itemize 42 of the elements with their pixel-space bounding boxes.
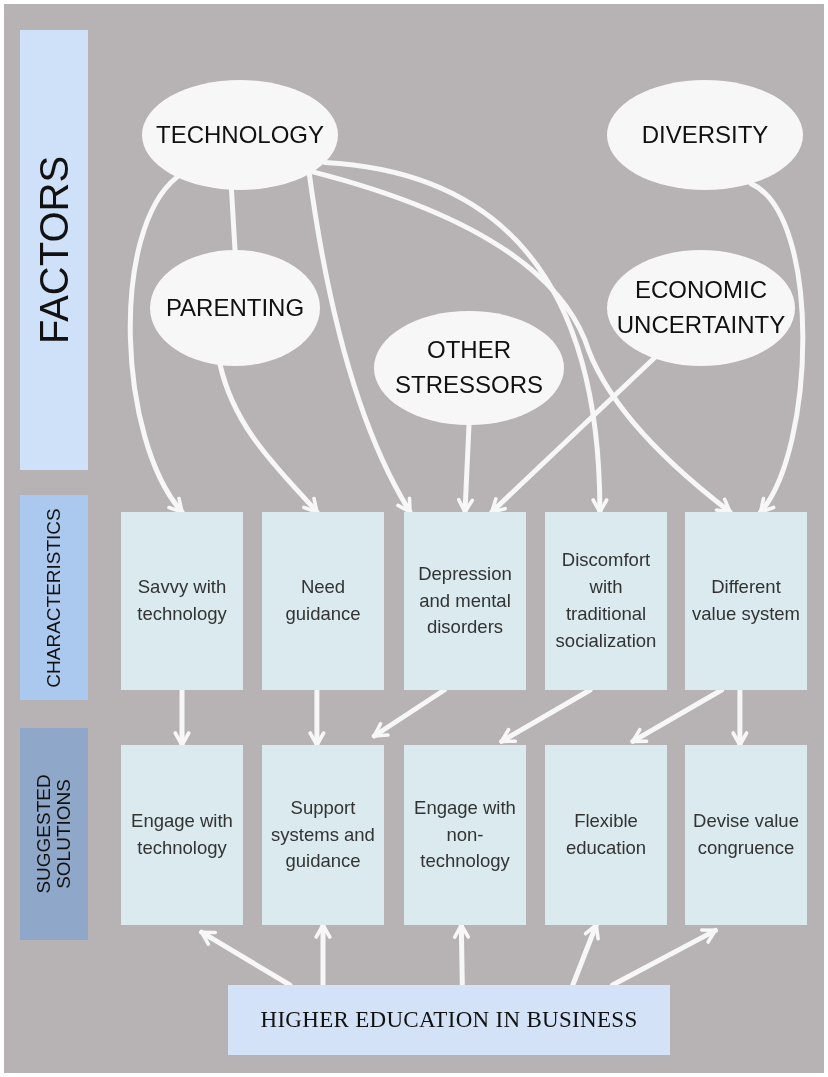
arrow <box>322 160 608 515</box>
arrow <box>306 171 413 515</box>
item-label: Engage with technology <box>130 809 234 860</box>
row-heading: SUGGESTED SOLUTIONS <box>34 773 74 896</box>
item-label: Savvy with technology <box>136 575 228 626</box>
row-heading: CHARACTERISTICS <box>44 507 64 688</box>
item-box <box>545 512 667 690</box>
item-box <box>545 745 667 925</box>
item-box <box>404 745 526 925</box>
factor-label: PARENTING <box>165 292 305 323</box>
item-label: Different value system <box>691 575 801 626</box>
item-label: Support systems and guidance <box>270 795 376 874</box>
item-box <box>121 512 243 690</box>
base-label: HIGHER EDUCATION IN BUSINESS <box>260 1007 638 1033</box>
item-label: Engage with non-technology <box>413 795 517 874</box>
arrow <box>457 422 475 515</box>
row-heading-band <box>20 30 88 470</box>
factor-label: TECHNOLOGY <box>156 119 324 150</box>
item-box <box>262 745 384 925</box>
row-heading: FACTORS <box>33 155 75 345</box>
factor-label: OTHER STRESSORS <box>394 335 544 400</box>
item-box <box>404 512 526 690</box>
arrow <box>310 169 733 515</box>
arrow <box>127 174 185 515</box>
item-label: Discomfort with traditional socialization <box>554 548 658 653</box>
item-box <box>685 512 807 690</box>
row-heading-band <box>20 728 88 940</box>
row-heading-band <box>20 495 88 700</box>
factor-label: ECONOMIC UNCERTAINTY <box>615 275 787 340</box>
base-box <box>228 985 670 1055</box>
arrow <box>199 929 293 988</box>
item-box <box>121 745 243 925</box>
item-label: Devise value congruence <box>692 809 800 860</box>
arrow <box>748 181 806 515</box>
item-label: Need guidance <box>284 575 362 626</box>
factor-label: DIVERSITY <box>641 119 769 150</box>
item-label: Flexible education <box>564 809 648 860</box>
arrow <box>610 927 718 988</box>
arrow <box>489 355 657 515</box>
item-box <box>262 512 384 690</box>
item-box <box>685 745 807 925</box>
item-label: Depression and mental disorders <box>417 561 513 640</box>
